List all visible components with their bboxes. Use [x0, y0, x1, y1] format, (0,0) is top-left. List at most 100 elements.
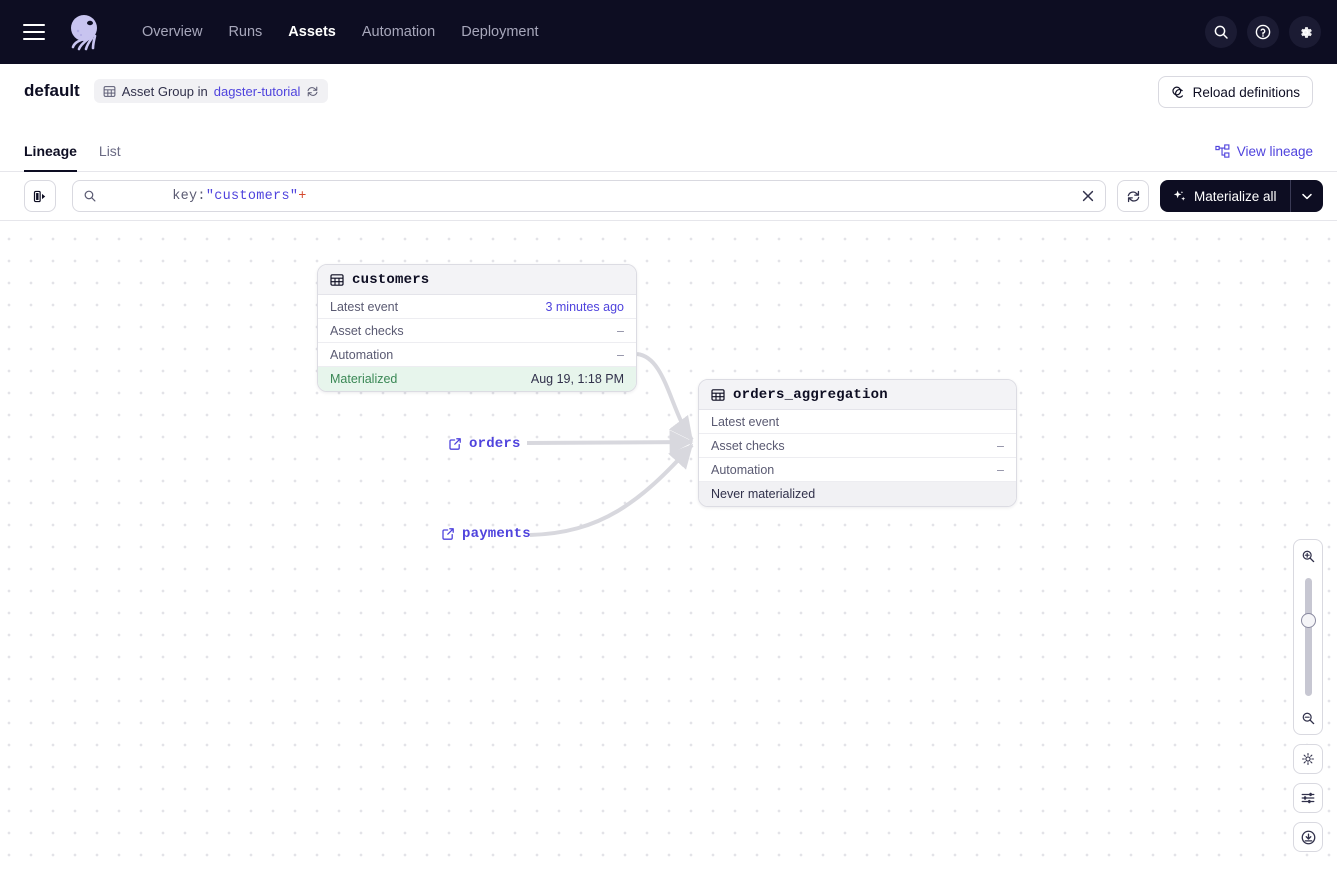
reload-icon [1171, 85, 1186, 100]
query-operator: + [298, 189, 306, 204]
external-link-icon [448, 437, 462, 451]
nav-link-runs[interactable]: Runs [215, 0, 275, 64]
external-asset-label: payments [462, 526, 531, 542]
graph-toolbar: key:"customers"+ [0, 172, 1337, 221]
lineage-graph-icon [1215, 144, 1230, 159]
panel-expand-icon [33, 189, 48, 204]
nav-actions [1205, 0, 1321, 64]
status-timestamp: Aug 19, 1:18 PM [531, 372, 624, 386]
external-asset-payments[interactable]: payments [441, 526, 531, 542]
tab-bar: Lineage List View lineage [0, 118, 1337, 172]
page-title: default [24, 81, 80, 101]
sparkle-icon [1172, 189, 1187, 204]
row-label: Latest event [330, 300, 398, 314]
reload-definitions-label: Reload definitions [1193, 85, 1300, 100]
breadcrumb-bar: default Asset Group in dagster-tutorial [0, 64, 1337, 118]
search-query-text: key:"customers"+ [105, 174, 307, 219]
sliders-icon [1300, 790, 1316, 806]
table-icon [711, 388, 725, 402]
asset-status-footer: Never materialized [699, 482, 1016, 506]
zoom-in-icon[interactable] [1294, 545, 1322, 567]
asset-search-input[interactable]: key:"customers"+ [72, 180, 1106, 212]
row-value: – [997, 463, 1004, 477]
help-icon[interactable] [1247, 16, 1279, 48]
table-icon [330, 273, 344, 287]
tab-list[interactable]: List [99, 143, 121, 171]
tab-lineage[interactable]: Lineage [24, 143, 77, 171]
zoom-controls [1293, 539, 1323, 852]
lineage-graph-canvas[interactable]: customers Latest event 3 minutes ago Ass… [0, 221, 1337, 873]
asset-node-title: orders_aggregation [733, 387, 888, 403]
zoom-slider-track [1305, 578, 1312, 696]
external-asset-orders[interactable]: orders [448, 436, 521, 452]
nav-link-assets[interactable]: Assets [275, 0, 349, 64]
status-label: Materialized [330, 372, 397, 386]
asset-node-header: customers [318, 265, 636, 295]
asset-node-title: customers [352, 272, 429, 288]
search-icon[interactable] [1205, 16, 1237, 48]
recenter-graph-button[interactable] [1293, 822, 1323, 852]
settings-icon[interactable] [1289, 16, 1321, 48]
table-icon [103, 85, 116, 98]
top-navigation-bar: Overview Runs Assets Automation Deployme… [0, 0, 1337, 64]
row-label: Automation [711, 463, 774, 477]
row-value: – [617, 348, 624, 362]
asset-node-orders-aggregation[interactable]: orders_aggregation Latest event Asset ch… [698, 379, 1017, 507]
dagster-logo[interactable] [67, 12, 107, 52]
clear-search-icon[interactable] [1079, 187, 1097, 205]
zoom-slider-handle[interactable] [1301, 613, 1316, 628]
asset-row-latest-event: Latest event 3 minutes ago [318, 295, 636, 319]
chevron-down-icon [1302, 193, 1312, 200]
materialize-all-button[interactable]: Materialize all [1160, 180, 1323, 212]
status-label: Never materialized [711, 487, 815, 501]
graph-filters-button[interactable] [1293, 783, 1323, 813]
refresh-icon[interactable] [306, 85, 319, 98]
asset-row-automation: Automation – [318, 343, 636, 367]
sidebar-toggle-button[interactable] [24, 180, 56, 212]
asset-row-latest-event: Latest event [699, 410, 1016, 434]
external-link-icon [441, 527, 455, 541]
gear-icon [1300, 751, 1316, 767]
view-lineage-label: View lineage [1237, 144, 1313, 159]
row-label: Latest event [711, 415, 779, 429]
code-location-link[interactable]: dagster-tutorial [214, 84, 301, 99]
reload-definitions-button[interactable]: Reload definitions [1158, 76, 1313, 108]
graph-settings-button[interactable] [1293, 744, 1323, 774]
asset-row-automation: Automation – [699, 458, 1016, 482]
row-label: Automation [330, 348, 393, 362]
asset-node-header: orders_aggregation [699, 380, 1016, 410]
recenter-icon [1300, 829, 1317, 846]
row-value[interactable]: 3 minutes ago [545, 300, 624, 314]
asset-status-footer: Materialized Aug 19, 1:18 PM [318, 367, 636, 391]
materialize-all-label: Materialize all [1194, 189, 1277, 204]
edge-orders-to-orders-aggregation [527, 442, 692, 443]
row-value: – [997, 439, 1004, 453]
query-value: "customers" [206, 189, 298, 204]
asset-node-customers[interactable]: customers Latest event 3 minutes ago Ass… [317, 264, 637, 392]
search-icon [83, 189, 97, 203]
row-label: Asset checks [711, 439, 785, 453]
edge-customers-to-orders-aggregation [637, 354, 692, 440]
graph-edges [0, 221, 1337, 873]
nav-links: Overview Runs Assets Automation Deployme… [129, 0, 552, 64]
zoom-slider[interactable] [1294, 572, 1322, 702]
nav-link-deployment[interactable]: Deployment [448, 0, 551, 64]
query-key: key: [172, 189, 206, 204]
hamburger-icon[interactable] [23, 24, 45, 40]
refresh-graph-button[interactable] [1117, 180, 1149, 212]
external-asset-label: orders [469, 436, 521, 452]
asset-group-prefix: Asset Group in [122, 84, 208, 99]
refresh-icon [1126, 189, 1141, 204]
asset-row-asset-checks: Asset checks – [318, 319, 636, 343]
nav-link-automation[interactable]: Automation [349, 0, 448, 64]
nav-link-overview[interactable]: Overview [129, 0, 215, 64]
asset-group-pill[interactable]: Asset Group in dagster-tutorial [94, 79, 329, 103]
edge-payments-to-orders-aggregation [530, 445, 692, 535]
row-label: Asset checks [330, 324, 404, 338]
row-value: – [617, 324, 624, 338]
materialize-dropdown-button[interactable] [1291, 180, 1323, 212]
view-lineage-link[interactable]: View lineage [1215, 144, 1313, 159]
zoom-slider-group [1293, 539, 1323, 735]
zoom-out-icon[interactable] [1294, 707, 1322, 729]
